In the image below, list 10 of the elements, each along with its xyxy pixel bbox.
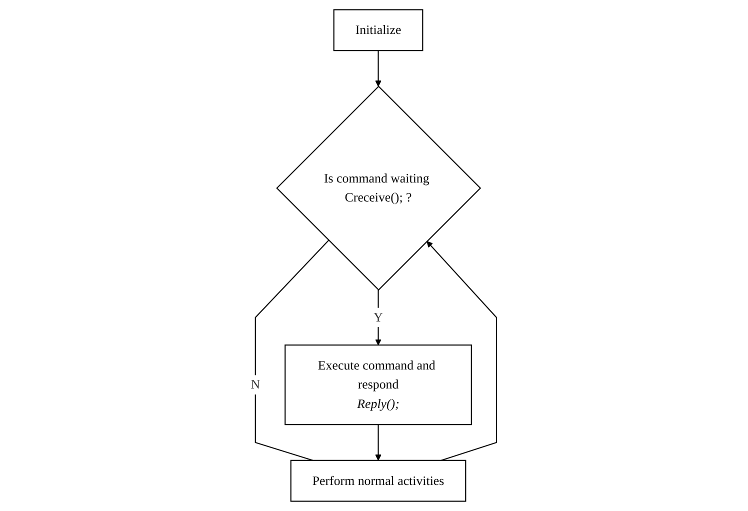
node-box: Perform normal activities bbox=[290, 460, 467, 502]
edge-label: Y bbox=[374, 310, 384, 324]
arrow bbox=[376, 424, 382, 461]
edge-label: N bbox=[251, 377, 260, 392]
node-diamond: Is command waiting Creceive(); ? bbox=[276, 86, 482, 291]
node-box: Initialize bbox=[334, 9, 424, 52]
connector bbox=[255, 240, 330, 461]
arrow bbox=[376, 50, 382, 87]
node-box: Execute command and respond Reply(); bbox=[284, 344, 472, 426]
arrow bbox=[426, 241, 498, 461]
